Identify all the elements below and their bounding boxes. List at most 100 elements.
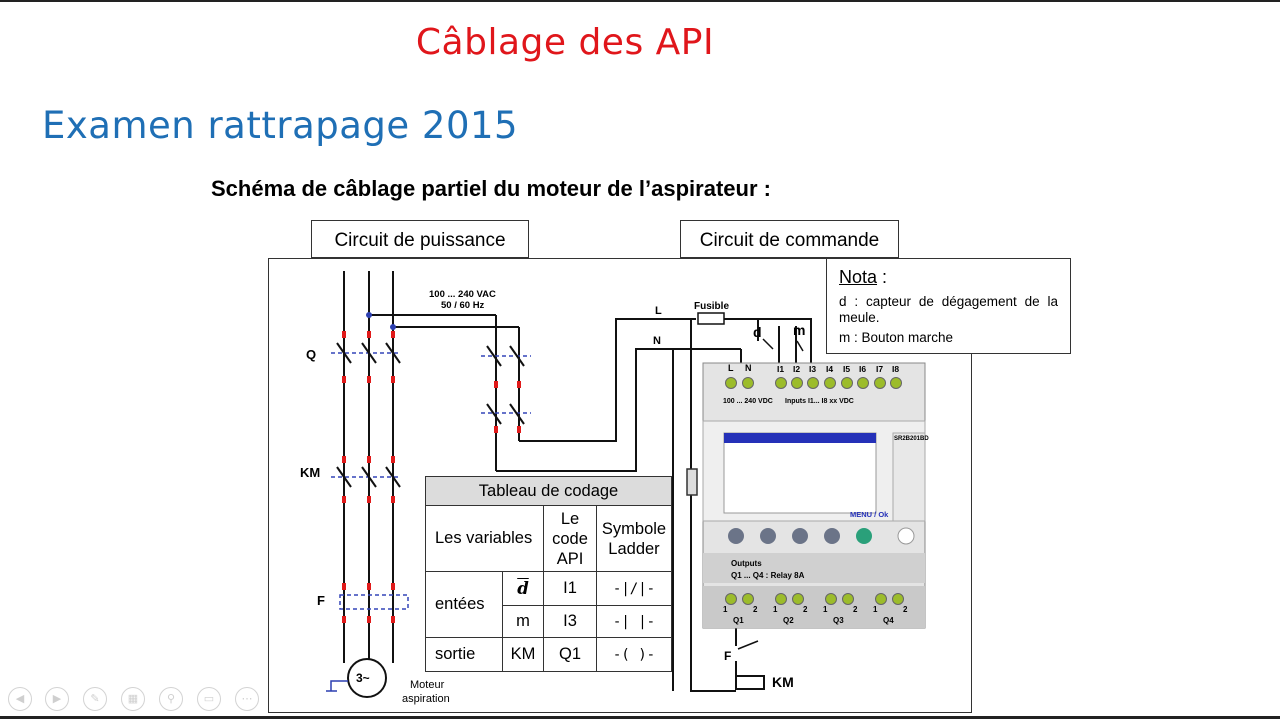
- output-label: Q1: [733, 616, 744, 625]
- top-border: [0, 0, 1280, 2]
- zoom-icon[interactable]: ⚲: [159, 687, 183, 711]
- km-coil: [735, 675, 765, 690]
- power-circuit-label: Circuit de puissance: [311, 220, 529, 258]
- header-variables: Les variables: [425, 505, 544, 572]
- fuse-label: Fusible: [694, 301, 729, 312]
- plc-input-spec: Inputs I1... I8 xx VDC: [785, 398, 854, 405]
- input-label: I2: [793, 364, 800, 374]
- relay-pin-labels: 1 2 1 2 1 2 1 2: [723, 605, 908, 614]
- nota-line-d: d : capteur de dégagement de la meule.: [839, 294, 1058, 325]
- pin-label: 2: [853, 605, 858, 614]
- outputs-spec: Q1 ... Q4 : Relay 8A: [731, 571, 805, 580]
- output-label: Q2: [783, 616, 794, 625]
- motor-symbol: [347, 658, 387, 698]
- codage-table: Tableau de codage Les variables Le code …: [425, 476, 672, 672]
- ground-icon: [326, 680, 348, 692]
- plc-terminal-n: N: [745, 363, 752, 373]
- km-label: KM: [300, 465, 320, 480]
- var-d: d: [502, 571, 544, 606]
- nota-title: Nota: [839, 267, 878, 287]
- output-label: Q4: [883, 616, 894, 625]
- ladder-coil: -( )-: [596, 637, 672, 672]
- plc-keypad: [728, 527, 915, 545]
- sensor-d-label: d: [753, 324, 762, 340]
- pin-label: 1: [873, 605, 878, 614]
- input-label: I3: [809, 364, 816, 374]
- supply-voltage: 100 ... 240 VAC: [429, 289, 496, 300]
- pin-label: 2: [753, 605, 758, 614]
- bottom-border: [0, 716, 1280, 719]
- side-fuse: [686, 468, 698, 496]
- table-caption: Tableau de codage: [425, 476, 672, 506]
- input-label: I5: [843, 364, 850, 374]
- motor-caption: Moteur: [410, 679, 445, 691]
- coil-km-label: KM: [772, 674, 794, 690]
- diagram-heading: Schéma de câblage partiel du moteur de l…: [211, 176, 771, 201]
- button-m-label: m: [793, 322, 805, 338]
- group-output: sortie: [425, 637, 503, 672]
- plc-key-escape: [897, 527, 915, 545]
- plc-key-right: [824, 528, 840, 544]
- input-label: I6: [859, 364, 866, 374]
- pin-label: 1: [723, 605, 728, 614]
- plc-key-menu: [856, 528, 872, 544]
- plc-module: [702, 362, 926, 629]
- q-contacts: [336, 342, 525, 488]
- code-i1: I1: [543, 571, 597, 606]
- control-circuit-label: Circuit de commande: [680, 220, 899, 258]
- plc-input-labels: I1 I2 I3 I4 I5 I6 I7 I8: [777, 364, 899, 374]
- header-ladder: Symbole Ladder: [596, 505, 672, 572]
- line-l-label: L: [655, 305, 662, 317]
- outputs-title: Outputs: [731, 559, 762, 568]
- pin-label: 2: [903, 605, 908, 614]
- slide-title: Câblage des API: [415, 22, 715, 63]
- junction-dot: [390, 324, 396, 330]
- f-label: F: [317, 593, 325, 608]
- code-q1: Q1: [543, 637, 597, 672]
- pin-label: 1: [773, 605, 778, 614]
- nota-box: Nota : d : capteur de dégagement de la m…: [826, 258, 1071, 354]
- nota-line-m: m : Bouton marche: [839, 330, 954, 345]
- output-f-label: F: [724, 649, 731, 663]
- pen-icon[interactable]: ✎: [83, 687, 107, 711]
- junction-dot: [366, 312, 372, 318]
- plc-terminal-l: L: [728, 363, 734, 373]
- supply-frequency: 50 / 60 Hz: [441, 300, 485, 311]
- menu-ok-label: MENU / Ok: [850, 510, 889, 519]
- output-label: Q3: [833, 616, 844, 625]
- input-label: I4: [826, 364, 833, 374]
- line-n-label: N: [653, 335, 661, 347]
- more-icon[interactable]: ⋯: [235, 687, 259, 711]
- input-contacts: [762, 338, 804, 352]
- plc-output-terminals: [725, 593, 904, 605]
- input-label: I1: [777, 364, 784, 374]
- wiring-schematic: Q KM F 100 ... 240 VAC 50 / 60 Hz 3~ Mot…: [300, 271, 929, 705]
- header-code: Le code API: [543, 505, 597, 572]
- plc-model: SR2B201BD: [894, 436, 929, 442]
- plc-output-labels: Q1 Q2 Q3 Q4: [733, 616, 894, 625]
- plc-key-up: [792, 528, 808, 544]
- motor-caption-2: aspiration: [402, 693, 450, 705]
- code-i3: I3: [543, 605, 597, 638]
- var-km: KM: [502, 637, 544, 672]
- subtitles-icon[interactable]: ▭: [197, 687, 221, 711]
- prev-icon[interactable]: ◀: [8, 687, 32, 711]
- motor-type: 3~: [356, 671, 370, 685]
- next-icon[interactable]: ▶: [45, 687, 69, 711]
- mechanical-links: [331, 352, 531, 610]
- input-label: I8: [892, 364, 899, 374]
- plc-key-left: [728, 528, 744, 544]
- group-inputs: entées: [425, 571, 503, 638]
- fuse-symbol: [697, 312, 725, 325]
- presentation-toolbar: ◀ ▶ ✎ ▦ ⚲ ▭ ⋯: [0, 687, 270, 717]
- var-m: m: [502, 605, 544, 638]
- plc-key-down: [760, 528, 776, 544]
- pin-label: 1: [823, 605, 828, 614]
- q-label: Q: [306, 347, 316, 362]
- thermal-contact: [737, 640, 759, 650]
- input-label: I7: [876, 364, 883, 374]
- slides-icon[interactable]: ▦: [121, 687, 145, 711]
- ladder-nc-contact: -|/|-: [596, 571, 672, 606]
- ladder-no-contact: -| |-: [596, 605, 672, 638]
- nota-colon: :: [877, 267, 888, 287]
